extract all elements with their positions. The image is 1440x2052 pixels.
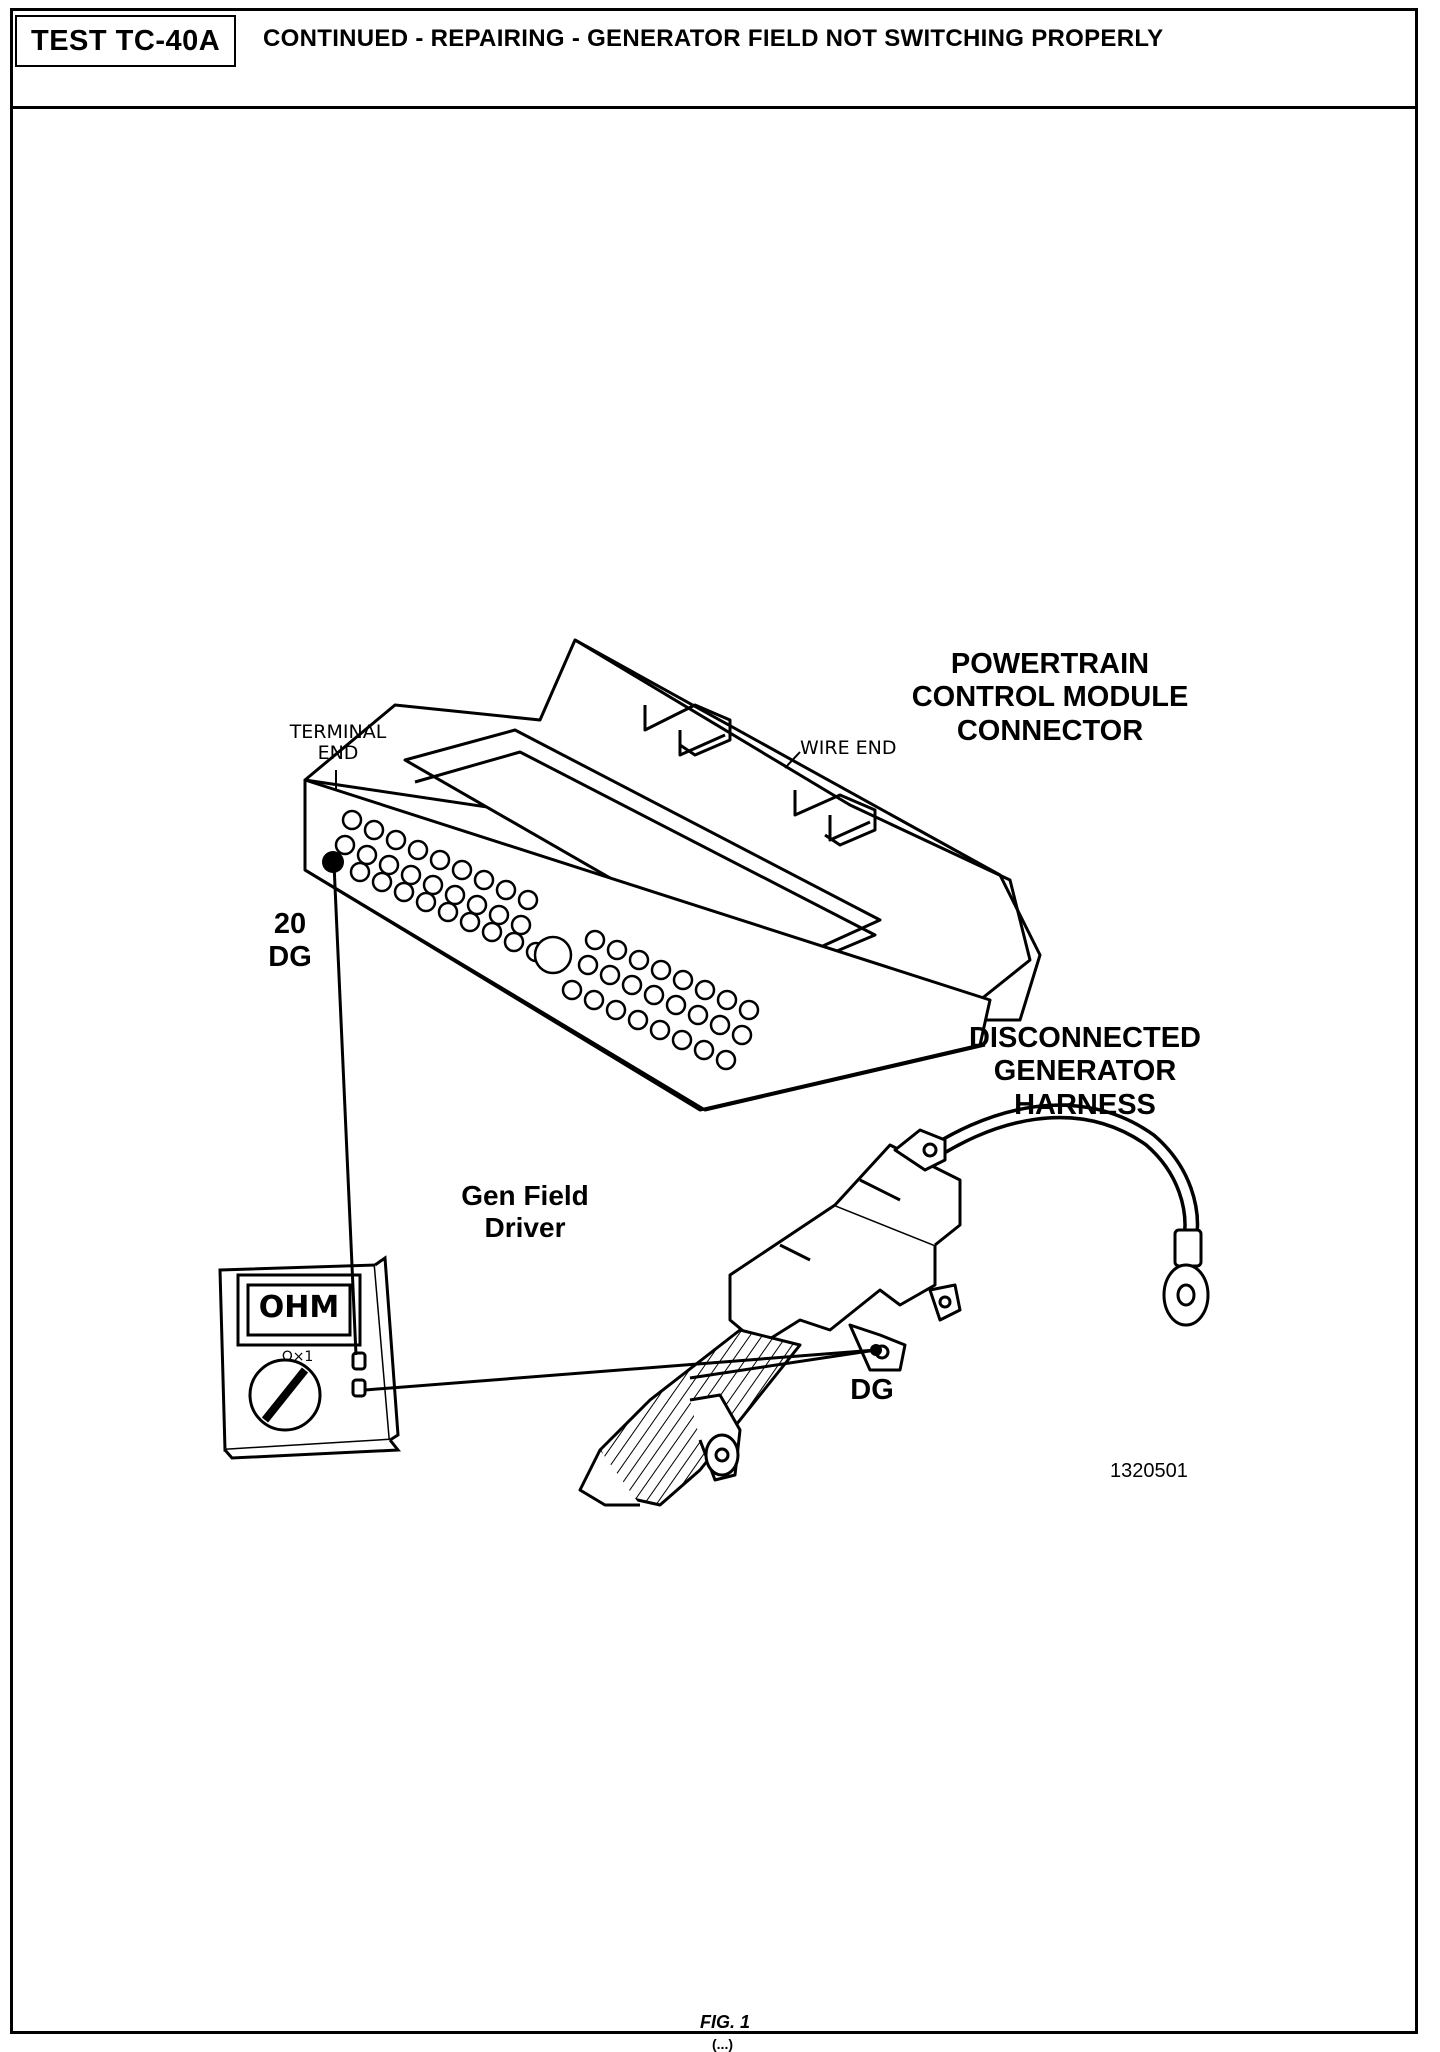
pcm-label-line1: POWERTRAIN [950,648,1150,680]
wire-end-label: WIRE END [800,737,897,759]
pin-wire-color: DG [268,941,312,974]
connector-pins [334,809,760,1071]
terminal-end-line1: TERMINAL [289,721,387,743]
pcm-label-line2: CONTROL MODULE [911,681,1189,714]
test-leads [332,863,877,1392]
harness-label-line2: GENERATOR [993,1055,1177,1088]
pcm-connector [303,638,1042,1112]
harness-label-line1: DISCONNECTED [968,1022,1201,1054]
circuit-label-line2: Driver [484,1212,566,1244]
ohmmeter [218,1255,402,1460]
figure-id: 1320501 [1110,1460,1188,1482]
harness-label-line3: HARNESS [1014,1088,1156,1121]
pcm-label-line3: CONNECTOR [956,714,1144,747]
figure-caption: FIG. 1 [700,2012,751,2032]
page-title: CONTINUED - REPAIRING - GENERATOR FIELD … [263,25,1164,52]
generator-harness-label: DISCONNECTED GENERATOR HARNESS [945,1022,1225,1122]
label-leaders [335,751,801,790]
harness-dg-label: DG [850,1374,894,1406]
pcm-connector-label: POWERTRAIN CONTROL MODULE CONNECTOR [895,648,1205,748]
meter-range-label: Ω×1 [282,1349,314,1365]
pin-20-probe-point [322,851,344,873]
test-id-box: TEST TC-40A [15,15,237,67]
page-header: TEST TC-40A CONTINUED - REPAIRING - GENE… [13,11,1415,109]
circuit-label-line1: Gen Field [461,1180,589,1211]
gen-field-driver-label: Gen Field Driver [430,1180,620,1244]
terminal-end-line2: END [317,741,359,764]
pin-number: 20 [273,908,307,940]
meter-display-text: OHM [258,1290,340,1325]
page-frame: TEST TC-40A CONTINUED - REPAIRING - GENE… [10,8,1418,2034]
pin-20-dg-label: 20 DG [255,908,325,975]
harness-probe-point [870,1344,882,1356]
page-number: (...) [712,2036,733,2052]
terminal-end-label: TERMINAL END [268,722,408,764]
generator-harness [578,1103,1210,1507]
